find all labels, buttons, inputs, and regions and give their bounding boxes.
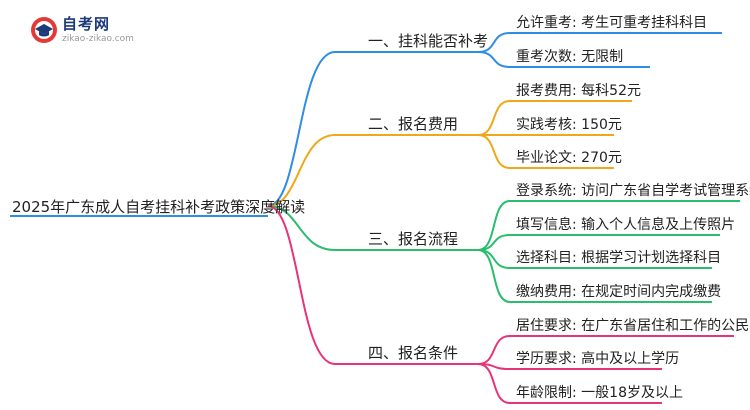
logo-title: 自考网 bbox=[62, 14, 111, 33]
logo-subtitle: zikao-zikao.com bbox=[62, 33, 134, 44]
site-logo: 自考网 zikao-zikao.com bbox=[30, 16, 134, 44]
connector-leaf-4-1 bbox=[477, 335, 511, 365]
connector-leaf-3-3 bbox=[477, 249, 511, 269]
leaf-fill-info: 填写信息: 输入个人信息及上传照片 bbox=[516, 217, 736, 233]
connector-leaf-2-3 bbox=[477, 134, 511, 169]
connector-leaf-4-3 bbox=[477, 363, 511, 404]
leaf-exam-fee: 报考费用: 每科52元 bbox=[516, 83, 641, 99]
leaf-select-subjects: 选择科目: 根据学习计划选择科目 bbox=[516, 250, 722, 266]
leaf-education-requirement: 学历要求: 高中及以上学历 bbox=[516, 351, 680, 367]
branch-retake-allowed: 一、挂科能否补考 bbox=[368, 32, 489, 50]
connector-branch-1 bbox=[267, 51, 336, 207]
branch-fees: 二、报名费用 bbox=[368, 115, 459, 133]
connector-branch-4 bbox=[267, 205, 336, 365]
leaf-retake-times: 重考次数: 无限制 bbox=[516, 49, 624, 65]
connector-branch-3 bbox=[267, 205, 336, 251]
branch-process: 三、报名流程 bbox=[368, 230, 459, 248]
mindmap-root: 2025年广东成人自考挂科补考政策深度解读 bbox=[12, 198, 306, 216]
branch-requirements: 四、报名条件 bbox=[368, 344, 459, 362]
connector-branch-2 bbox=[267, 134, 336, 207]
connector-leaf-1-2 bbox=[477, 51, 511, 68]
leaf-login-system: 登录系统: 访问广东省自学考试管理系统 bbox=[516, 183, 750, 199]
leaf-practical-fee: 实践考核: 150元 bbox=[516, 117, 622, 133]
connector-leaf-3-4 bbox=[477, 249, 511, 303]
leaf-thesis-fee: 毕业论文: 270元 bbox=[516, 150, 622, 166]
leaf-pay-fees: 缴纳费用: 在规定时间内完成缴费 bbox=[516, 284, 722, 300]
connector-leaf-2-1 bbox=[477, 100, 511, 136]
leaf-retake-allowed: 允许重考: 考生可重考挂科科目 bbox=[516, 15, 708, 31]
leaf-age-limit: 年龄限制: 一般18岁及以上 bbox=[516, 385, 683, 401]
graduation-cap-icon bbox=[31, 17, 57, 43]
leaf-residence-requirement: 居住要求: 在广东省居住和工作的公民 bbox=[516, 318, 750, 334]
